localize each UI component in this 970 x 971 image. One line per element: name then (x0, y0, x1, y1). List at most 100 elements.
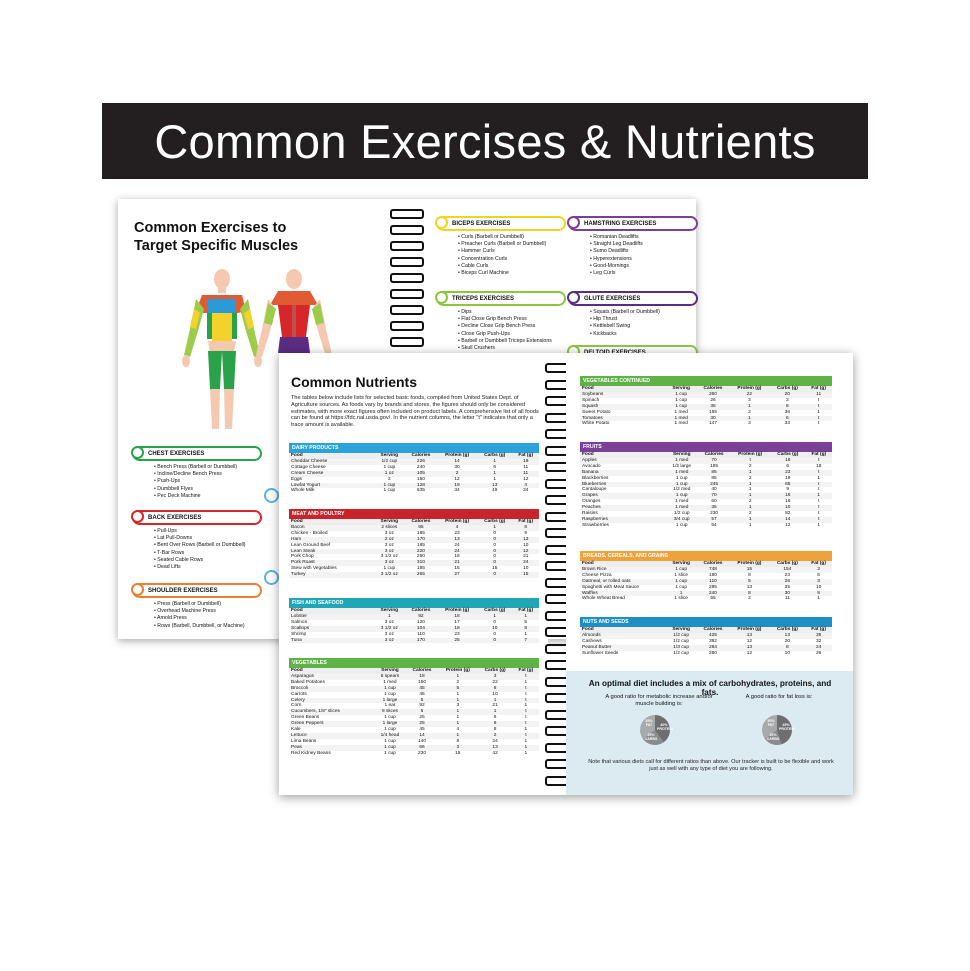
back-ring-icon (131, 510, 144, 523)
table-cell: 1 (512, 613, 539, 620)
table-cell: 230 (418, 750, 427, 756)
list-item: Kettlebell Swing (590, 323, 698, 330)
table-cell: 6 (477, 721, 513, 728)
table-cell: Apples (580, 457, 666, 464)
table-cell: 1 cup (665, 403, 697, 410)
spiral-coil-icon (390, 241, 424, 251)
table-cell: 1 (817, 596, 820, 602)
table-cell: 11 (805, 391, 832, 398)
table-cell: 1 med (383, 679, 397, 685)
table-cell: 18 (770, 457, 806, 464)
column-header: Protein (g) (729, 386, 770, 392)
table-cell: 147 (708, 421, 717, 427)
table-cell: 1 (524, 703, 528, 709)
triceps-exercises-list: Dips Flat Close Grip Bench Press Decline… (458, 309, 566, 352)
table-cell: 16 (770, 493, 806, 500)
biceps-exercises-list: Curls (Barbell or Dumbbell) Preacher Cur… (458, 234, 566, 277)
table-cell: 1 (730, 481, 770, 488)
nutrient-table-title: VEGETABLES (289, 658, 539, 668)
table-cell: 18 (816, 463, 822, 469)
table-cell: Eggs (291, 476, 302, 482)
nutrients-spread: Common Nutrients The tables below includ… (279, 353, 853, 795)
diet-note: Note that various diets call for differe… (588, 759, 834, 772)
table-cell: Carrots (291, 691, 307, 697)
list-item: Arnold Press (154, 615, 262, 622)
column-header: Fat (g) (512, 608, 539, 614)
pie1-carbs-text: 35%CARBS (644, 733, 658, 741)
table-cell: 2 (456, 679, 460, 685)
list-item: Pec Deck Machine (154, 493, 262, 500)
table-cell: t (525, 691, 527, 697)
list-item: Dips (458, 309, 566, 316)
table-cell: Asparagus (289, 673, 374, 680)
table-cell: 2 (748, 475, 752, 481)
table-cell: 1 (805, 493, 832, 500)
table-cell: 13 (729, 632, 770, 639)
diet-ratio-panel (566, 671, 853, 795)
table-cell: 2 (748, 409, 751, 415)
table-cell: 1 (476, 524, 513, 531)
table-cell: 3/4 cup (665, 516, 698, 523)
table-cell: 30 (769, 590, 806, 597)
table-cell: 6 spears (374, 673, 406, 680)
column-header: Calories (404, 608, 438, 614)
list-item: Preacher Curls (Barbell or Dumbbell) (458, 241, 566, 248)
table-cell: Whole Milk (291, 488, 315, 494)
table-cell: 42 (492, 750, 498, 756)
table-cell: 1 (748, 522, 752, 528)
shoulder-exercises-label: SHOULDER EXERCISES (148, 587, 218, 594)
table-cell: 24 (454, 542, 460, 548)
table-cell: 185 (416, 530, 425, 536)
column-header: Serving (374, 668, 406, 674)
list-item: Decline Close Grip Bench Press (458, 323, 566, 330)
table-cell: t (512, 732, 539, 739)
table-cell: Oatmeal, or rolled oats (580, 578, 666, 585)
table-cell: 1 cup (374, 482, 405, 489)
table-cell: 45 (405, 685, 439, 692)
list-item: Bent Over Rows (Barbell or Dumbbell) (154, 542, 262, 549)
table-cell: 1 (524, 679, 528, 685)
table-cell: 1 (748, 487, 752, 493)
glute-exercises-list: Squats (Barbell or Dumbbell) Hip Thrust … (590, 309, 698, 338)
exercises-left-page: Common Exercises to Target Specific Musc… (118, 199, 390, 639)
table-cell: 1 cup (675, 397, 687, 403)
table-cell: t (512, 673, 539, 680)
table-cell: 95 (404, 524, 438, 531)
table-cell: Ham (289, 536, 374, 543)
table-cell: 284 (696, 644, 730, 651)
table-cell: 185 (416, 566, 425, 572)
table-cell: 1 cup (665, 493, 698, 500)
table-cell: t (818, 511, 820, 517)
triceps-exercises-header: TRICEPS EXERCISES (435, 291, 566, 306)
table-cell: 1 (817, 522, 821, 528)
back-exercises-list: Pull-Ups Lat Pull-Downs Bent Over Rows (… (154, 528, 262, 571)
table-cell: 54 (711, 522, 717, 528)
column-header: Carbs (g) (476, 453, 513, 459)
table-cell: 1 cup (665, 481, 698, 488)
column-header: Protein (g) (438, 668, 478, 674)
table-cell: 1 cup (384, 750, 396, 756)
table-cell: t (805, 403, 832, 410)
table-cell: 1 med (665, 415, 697, 422)
table-cell: Cheese Pizza (582, 572, 612, 578)
chest-exercises-label: CHEST EXERCISES (148, 450, 205, 457)
table-cell: 104 (404, 625, 438, 632)
table-cell: 260 (696, 391, 730, 398)
column-header: Food (580, 627, 666, 633)
table-cell: t (805, 415, 832, 422)
table-cell: 45 (419, 691, 425, 697)
table-cell: 23 (784, 572, 791, 578)
table-cell: 1 med (674, 409, 688, 415)
column-header: Food (289, 519, 374, 525)
